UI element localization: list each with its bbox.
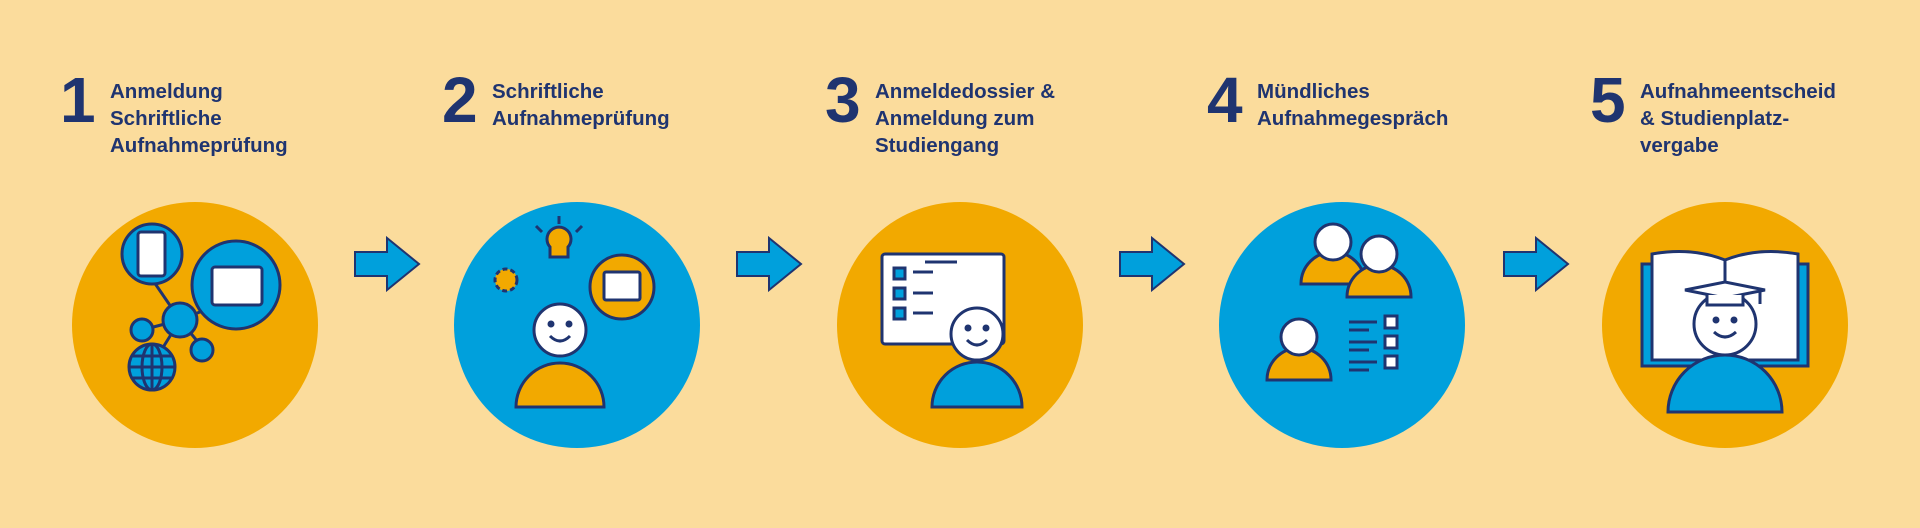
network-devices-icon xyxy=(120,222,282,392)
step-circle xyxy=(837,202,1083,448)
step-title: Aufnahmeentscheid & Studienplatz- vergab… xyxy=(1640,80,1836,157)
arrow-right-icon xyxy=(735,235,805,293)
step-circle xyxy=(1602,202,1848,448)
step-2: 2 Schriftliche Aufnahmeprüfung xyxy=(432,0,814,528)
step-circle xyxy=(1219,202,1465,448)
graduate-book-icon xyxy=(1640,250,1810,414)
step-title: Anmeldung Schriftliche Aufnahmeprüfung xyxy=(110,80,288,157)
arrow-right-icon xyxy=(1502,235,1572,293)
step-number: 5 xyxy=(1590,64,1626,136)
step-number: 2 xyxy=(442,64,478,136)
step-title: Anmeldedossier & Anmeldung zum Studienga… xyxy=(875,80,1055,157)
step-title: Mündliches Aufnahmegespräch xyxy=(1257,80,1449,130)
step-5: 5 Aufnahmeentscheid & Studienplatz- verg… xyxy=(1580,0,1920,528)
person-thinking-icon xyxy=(493,216,656,409)
step-number: 3 xyxy=(825,64,861,136)
step-3: 3 Anmeldedossier & Anmeldung zum Studien… xyxy=(815,0,1197,528)
step-circle xyxy=(72,202,318,448)
step-number: 4 xyxy=(1207,64,1243,136)
arrow-right-icon xyxy=(353,235,423,293)
step-title: Schriftliche Aufnahmeprüfung xyxy=(492,80,670,130)
step-number: 1 xyxy=(60,64,96,136)
interview-group-icon xyxy=(1265,222,1413,382)
step-1: 1 Anmeldung Schriftliche Aufnahmeprüfung xyxy=(50,0,432,528)
step-4: 4 Mündliches Aufnahmegespräch xyxy=(1197,0,1579,528)
person-checklist-icon xyxy=(880,252,1024,409)
step-circle xyxy=(454,202,700,448)
arrow-right-icon xyxy=(1118,235,1188,293)
